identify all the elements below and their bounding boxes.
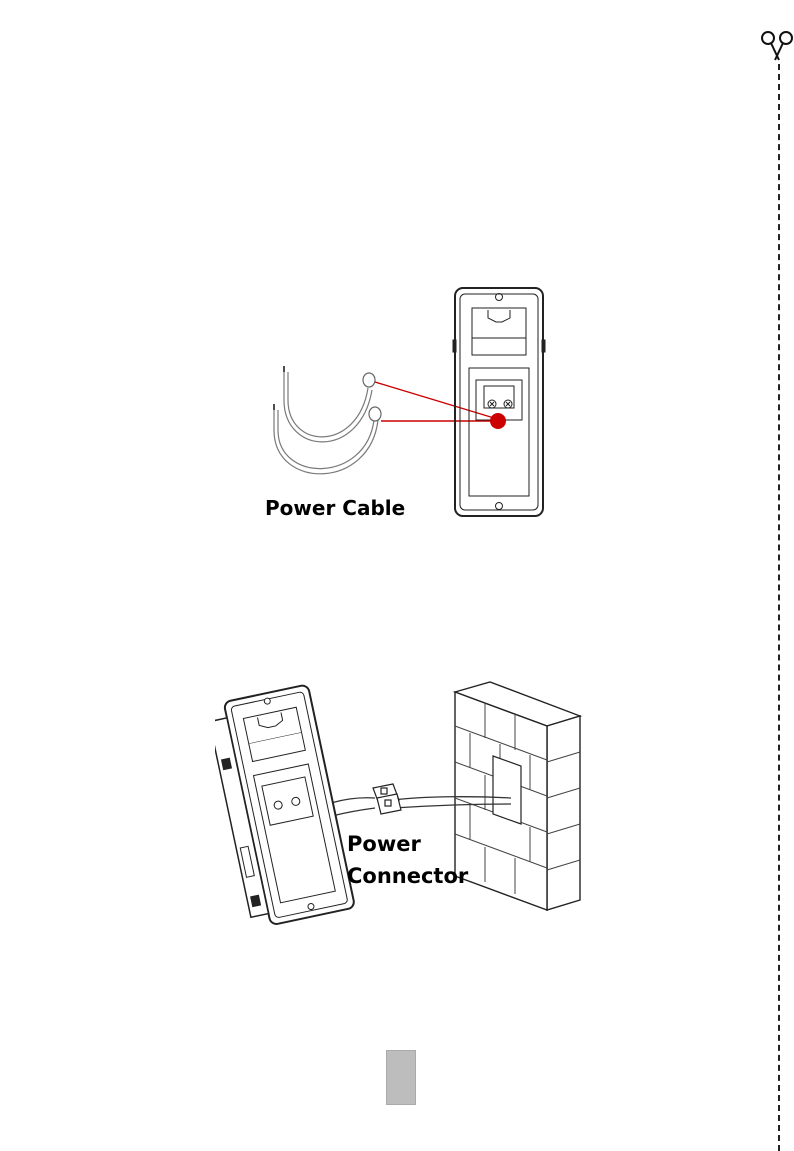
wall-connection-diagram	[215, 678, 590, 938]
power-cable-diagram	[250, 280, 560, 530]
power-connector-label-line-2: Connector	[347, 860, 468, 892]
cable-end-2	[369, 407, 381, 421]
device-back	[453, 288, 545, 516]
wall-opening	[493, 756, 521, 824]
cut-line	[778, 64, 780, 1151]
device-unit	[215, 684, 355, 929]
power-connector-block	[373, 784, 401, 814]
power-connector-label: Power Connector	[347, 828, 468, 892]
terminal-highlight-dot	[490, 413, 506, 429]
cable-end-1	[363, 373, 375, 387]
scissors-icon	[760, 28, 794, 62]
power-connector-label-line-1: Power	[347, 828, 468, 860]
power-cable-label: Power Cable	[265, 496, 405, 520]
page-marker-tab	[386, 1050, 416, 1105]
power-cable-wires	[274, 366, 378, 474]
